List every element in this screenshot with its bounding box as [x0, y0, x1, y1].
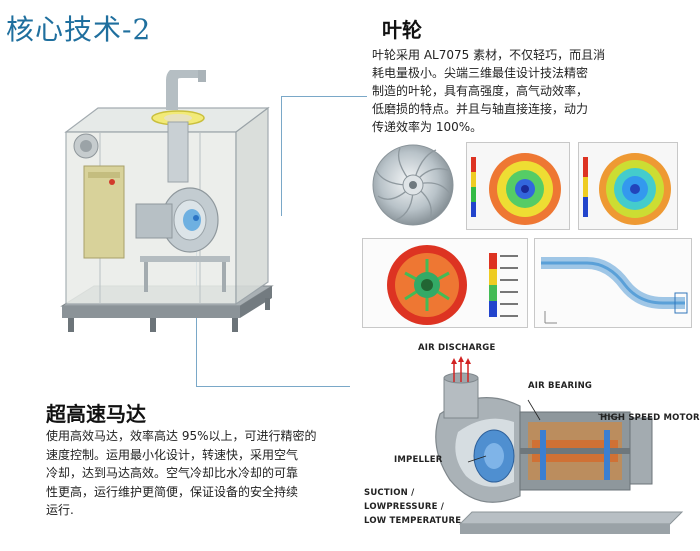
duct-flow-simulation — [534, 238, 692, 328]
label-suction-line: LOW TEMPERATURE — [364, 516, 462, 526]
pressure-contour-image — [362, 238, 528, 328]
motor-cutaway-diagram — [435, 356, 684, 534]
cfd-simulation-2 — [578, 142, 678, 230]
connector-line-motor-horizontal — [196, 386, 350, 387]
motor-line: 速度控制。运用最小化设计，转速快，采用空气 — [46, 447, 299, 462]
impeller-heading: 叶轮 — [382, 18, 422, 42]
label-air-discharge: AIR DISCHARGE — [418, 343, 496, 353]
motor-line: 运行. — [46, 503, 74, 517]
motor-heading: 超高速马达 — [46, 402, 146, 426]
impeller-line: 耗电量极小。尖端三维最佳设计技法精密 — [372, 66, 589, 80]
connector-line-impeller-horizontal — [281, 96, 367, 97]
motor-description: 使用高效马达，效率高达 95%以上，可进行精密的 速度控制。运用最小化设计，转速… — [46, 427, 336, 520]
impeller-line: 制造的叶轮，具有高强度，高气动效率， — [372, 84, 589, 98]
impeller-line: 叶轮采用 AL7075 素材，不仅轻巧，而且消 — [372, 48, 606, 62]
label-suction: SUCTION / LOWPRESSURE / LOW TEMPERATURE — [364, 486, 461, 528]
label-suction-line: LOWPRESSURE / — [364, 502, 445, 512]
motor-line: 冷却，达到马达高效。空气冷却比水冷却的可靠 — [46, 466, 299, 480]
cfd-simulation-1 — [466, 142, 570, 230]
impeller-photo — [368, 142, 458, 228]
duct-flow-graphic — [535, 239, 691, 327]
impeller-line: 低磨损的特点。并且与轴直接连接，动力 — [372, 102, 589, 116]
impeller-photo-graphic — [372, 144, 454, 226]
label-air-bearing: AIR BEARING — [528, 381, 593, 391]
label-high-speed-motor: HIGH SPEED MOTOR — [600, 413, 700, 423]
motor-line: 使用高效马达，效率高达 95%以上，可进行精密的 — [46, 429, 317, 443]
page-title: 核心技术-2 — [6, 13, 152, 46]
label-suction-line: SUCTION / — [364, 488, 415, 498]
impeller-line: 传递效率为 100%。 — [372, 120, 483, 134]
motor-line: 性更高，运行维护更简便，保证设备的安全持续 — [46, 484, 299, 499]
cfd-simulation-1-graphic — [467, 143, 569, 229]
pressure-contour-graphic — [363, 239, 527, 327]
connector-line-impeller-vertical — [281, 96, 282, 216]
label-impeller: IMPELLER — [394, 455, 443, 465]
machine-cabinet-illustration — [60, 70, 274, 332]
impeller-description: 叶轮采用 AL7075 素材，不仅轻巧，而且消 耗电量极小。尖端三维最佳设计技法… — [372, 46, 632, 136]
cfd-simulation-2-graphic — [579, 143, 677, 229]
